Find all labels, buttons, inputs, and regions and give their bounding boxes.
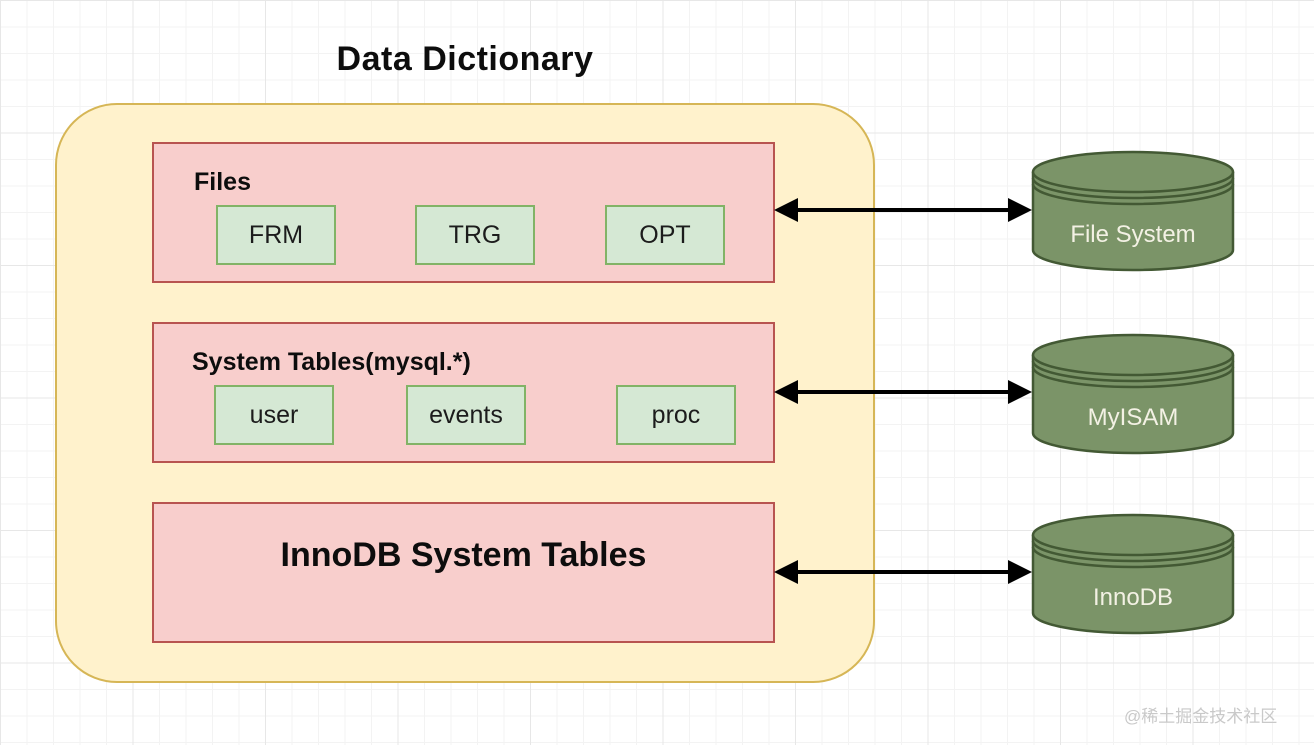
item-events: events bbox=[406, 385, 526, 445]
database-cylinder-myisam: MyISAM bbox=[1031, 333, 1235, 455]
item-proc: proc bbox=[616, 385, 736, 445]
section-innodb-system-tables: InnoDB System Tables bbox=[152, 502, 775, 643]
section-files: Files FRM TRG OPT bbox=[152, 142, 775, 283]
database-cylinder-innodb: InnoDB bbox=[1031, 513, 1235, 635]
item-opt: OPT bbox=[605, 205, 725, 265]
item-user: user bbox=[214, 385, 334, 445]
section-system-tables: System Tables(mysql.*) user events proc bbox=[152, 322, 775, 463]
diagram-title: Data Dictionary bbox=[336, 40, 594, 78]
section-innodb-label: InnoDB System Tables bbox=[280, 536, 647, 574]
item-trg: TRG bbox=[415, 205, 535, 265]
watermark-text: @稀土掘金技术社区 bbox=[1124, 707, 1278, 726]
section-files-label: Files bbox=[194, 168, 251, 196]
item-frm: FRM bbox=[216, 205, 336, 265]
cylinder-label-innodb: InnoDB bbox=[1093, 584, 1173, 611]
cylinder-label-myisam: MyISAM bbox=[1088, 404, 1179, 431]
database-cylinder-file-system: File System bbox=[1031, 150, 1235, 272]
cylinder-label-file-system: File System bbox=[1070, 221, 1195, 248]
section-system-tables-label: System Tables(mysql.*) bbox=[192, 348, 471, 376]
